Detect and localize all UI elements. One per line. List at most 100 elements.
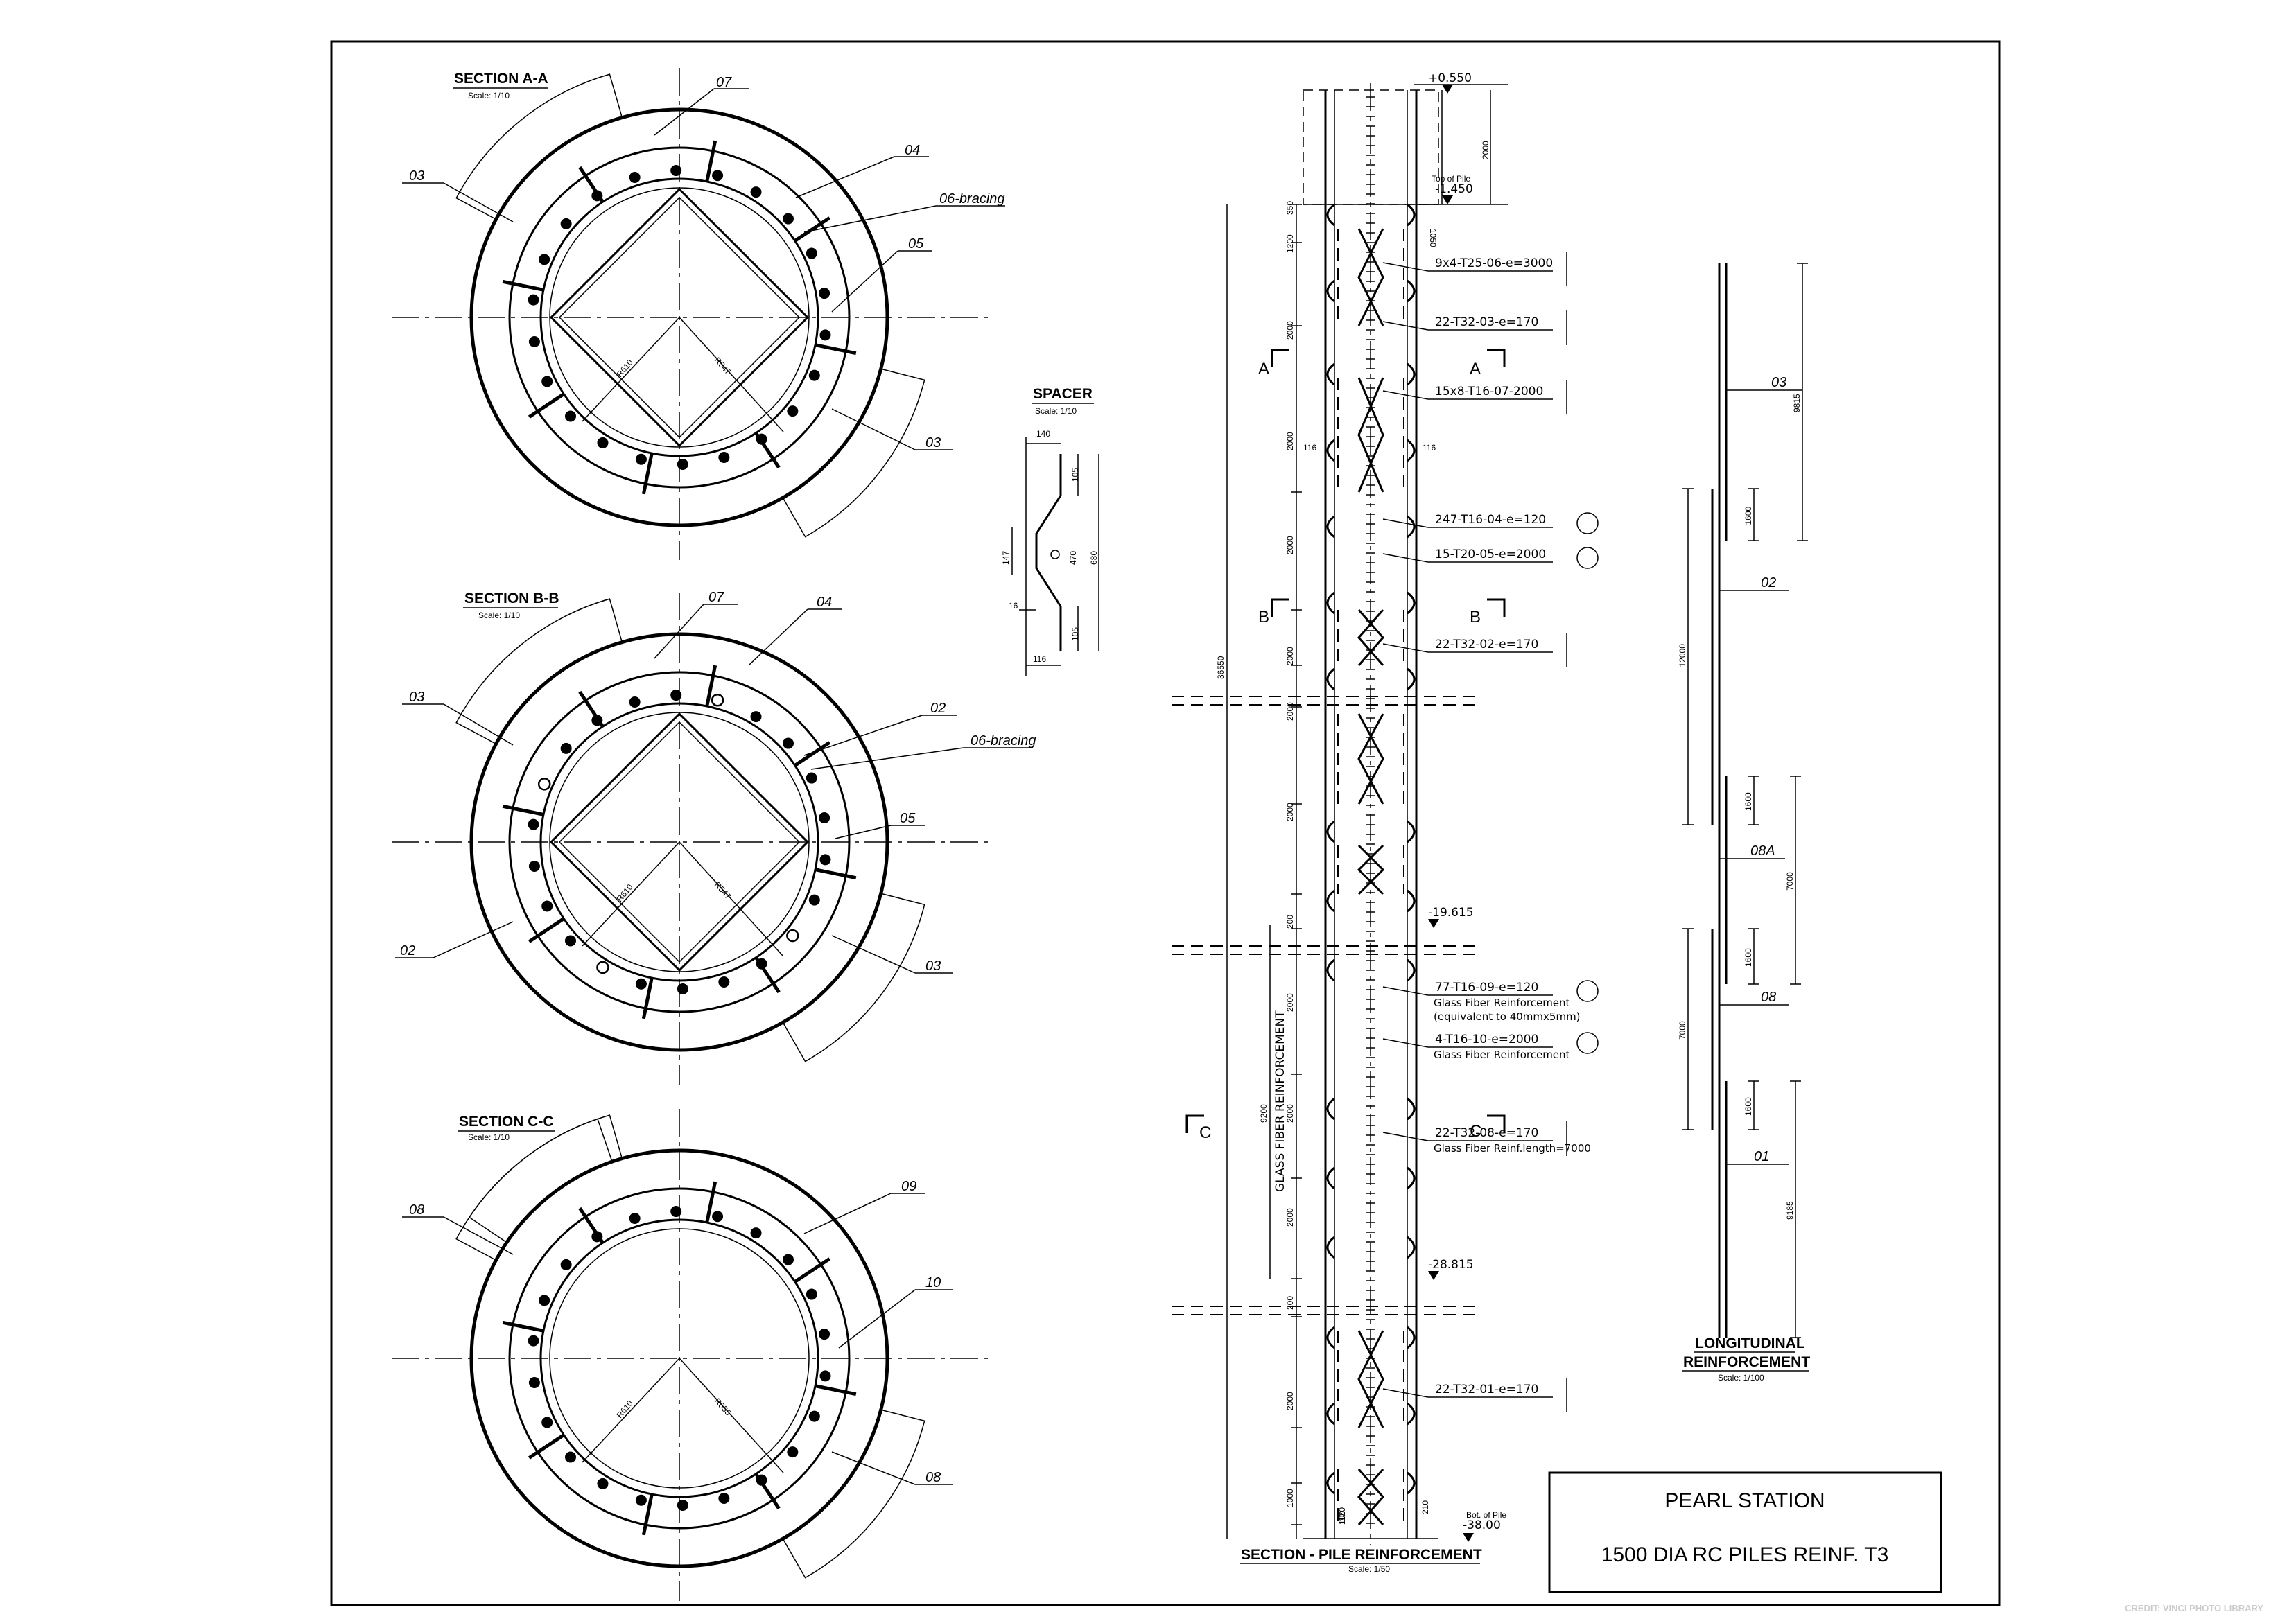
rebar-dot xyxy=(786,929,799,943)
section-mark: C xyxy=(1470,1122,1481,1141)
pile-dim-left: 120 xyxy=(1337,1507,1347,1521)
long-dim: 1600 xyxy=(1743,792,1753,811)
rebar-dot xyxy=(808,1410,820,1422)
rebar-dot xyxy=(635,978,647,990)
label-10: 10 xyxy=(925,1275,941,1290)
rebar-dot xyxy=(541,376,553,387)
reinforcement-callout: 15x8-T16-07-2000 xyxy=(1382,380,1567,414)
label-07: 07 xyxy=(708,590,724,605)
callout-text: 4-T16-10-e=2000 xyxy=(1435,1033,1538,1046)
level-label: Top of Pile xyxy=(1432,174,1470,184)
rebar-dot xyxy=(819,812,830,824)
rebar-dot xyxy=(783,213,794,225)
reinforcement-callout: 247-T16-04-e=120 xyxy=(1382,512,1599,534)
rebar-dot xyxy=(718,1492,730,1504)
pile-dim-left: 2000 xyxy=(1285,536,1295,554)
label-07: 07 xyxy=(716,75,732,90)
pile-dim-left: 2000 xyxy=(1285,1104,1295,1123)
rebar-dot xyxy=(718,976,730,988)
label-03: 03 xyxy=(409,168,424,184)
rebar-dot xyxy=(677,983,688,994)
rebar-dot xyxy=(711,694,724,707)
pile-dim-left: 2000 xyxy=(1285,432,1295,450)
photo-credit: CREDIT: VINCI PHOTO LIBRARY xyxy=(2125,1603,2263,1613)
rebar-dot xyxy=(750,186,762,198)
reinforcement-callout: 22-T32-01-e=170 xyxy=(1382,1378,1567,1412)
long-dim: 9185 xyxy=(1785,1201,1795,1220)
long-label: 03 xyxy=(1771,375,1786,390)
long-label: 08A xyxy=(1750,843,1775,859)
detail-circle xyxy=(1576,547,1599,569)
detail-circle xyxy=(1576,512,1599,534)
label-06-bracing: 06-bracing xyxy=(971,733,1036,748)
reinforcement-callout: 15-T20-05-e=2000 xyxy=(1382,547,1599,569)
label-08: 08 xyxy=(925,1470,941,1485)
level-label: -28.815 xyxy=(1428,1258,1474,1272)
rebar-dot xyxy=(806,247,817,259)
pile-cross-section xyxy=(392,68,991,560)
section-mark: A xyxy=(1470,360,1481,378)
rebar-dot xyxy=(819,288,830,299)
callout-subtext: Glass Fiber Reinf.length=7000 xyxy=(1434,1142,1591,1155)
spacer-dim: 16 xyxy=(1009,601,1018,611)
rebar-dot xyxy=(677,1499,688,1511)
callout-text: 247-T16-04-e=120 xyxy=(1435,513,1546,527)
rebar-dot xyxy=(783,1254,794,1265)
spacer-dim: 680 xyxy=(1089,551,1099,565)
spacer-dim: 105 xyxy=(1070,468,1080,482)
rebar-dot xyxy=(541,1417,553,1428)
rebar-dot xyxy=(528,1376,540,1388)
rebar-dot xyxy=(670,690,682,701)
drawing-name: 1500 DIA RC PILES REINF. T3 xyxy=(1601,1543,1889,1566)
label-09: 09 xyxy=(901,1179,916,1194)
spacer-dim: 470 xyxy=(1068,551,1078,565)
pile-dim-left: 1000 xyxy=(1285,1489,1295,1507)
rebar-dot xyxy=(750,1227,762,1239)
rebar-dot xyxy=(564,410,576,422)
section-c-c: SECTION C-C Scale: 1/10 08 09 10 08 R610… xyxy=(392,1109,991,1601)
spacer-detail: SPACER Scale: 1/10 140 105 147 470 680 1… xyxy=(1001,386,1099,676)
rebar-dot xyxy=(712,1211,724,1223)
section-a-a: SECTION A-A Scale: 1/10 07 04 06-bracing… xyxy=(392,68,1005,560)
long-dim: 1600 xyxy=(1743,1097,1753,1116)
rebar-dot xyxy=(528,335,540,347)
rebar-dot xyxy=(677,458,688,470)
rebar-dot xyxy=(528,1335,539,1347)
pile-section-title: SECTION - PILE REINFORCEMENT xyxy=(1241,1547,1482,1563)
rebar-dot xyxy=(819,1370,831,1382)
callout-subtext: Glass Fiber Reinforcement xyxy=(1434,1049,1570,1061)
section-mark: B xyxy=(1258,608,1269,627)
pile-dim-left: 2000 xyxy=(1285,702,1295,721)
reinforcement-callout: 22-T32-03-e=170 xyxy=(1382,310,1567,345)
section-a-a-title: SECTION A-A xyxy=(454,71,548,87)
callout-subtext: Glass Fiber Reinforcement xyxy=(1434,997,1570,1009)
pile-dim-left: 200 xyxy=(1285,1296,1295,1310)
section-b-b-title: SECTION B-B xyxy=(464,590,559,606)
spacer-dim: 140 xyxy=(1036,429,1050,439)
detail-circle xyxy=(1576,1032,1599,1054)
rebar-dot xyxy=(597,437,609,448)
level-label: -38.00 xyxy=(1463,1518,1501,1532)
long-label: 08 xyxy=(1761,990,1776,1005)
label-03: 03 xyxy=(925,435,941,450)
label-06-bracing: 06-bracing xyxy=(939,191,1005,207)
pile-dim-left: 2000 xyxy=(1285,647,1295,665)
section-b-b-scale: Scale: 1/10 xyxy=(478,611,520,620)
level-label: -1.450 xyxy=(1435,182,1473,196)
label-05: 05 xyxy=(908,236,924,252)
rebar-dot xyxy=(787,405,799,417)
rebar-dot xyxy=(528,860,540,872)
pile-dim-left: 2000 xyxy=(1285,993,1295,1012)
rebar-dot xyxy=(560,742,572,754)
rebar-dot xyxy=(806,1288,817,1300)
label-04: 04 xyxy=(905,143,920,158)
rebar-dot xyxy=(629,1213,641,1225)
callout-subtext: (equivalent to 40mmx5mm) xyxy=(1434,1010,1581,1023)
callout-text: 22-T32-01-e=170 xyxy=(1435,1383,1538,1396)
long-dim: 9815 xyxy=(1792,394,1802,412)
